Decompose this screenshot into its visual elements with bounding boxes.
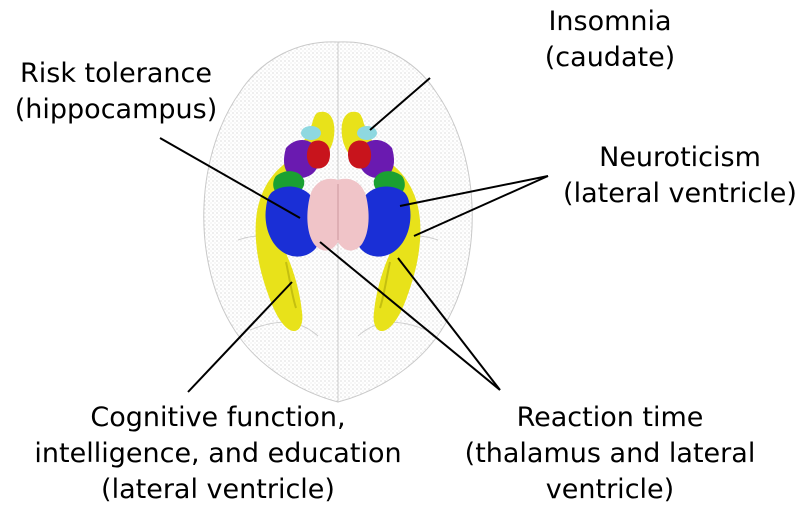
label-neuroticism: Neuroticism (lateral ventricle) xyxy=(550,140,810,212)
label-neuroticism-line2: (lateral ventricle) xyxy=(550,176,810,212)
label-neuroticism-line1: Neuroticism xyxy=(550,140,810,176)
caudate-right xyxy=(348,141,371,169)
label-risk-line2: (hippocampus) xyxy=(0,92,232,128)
label-cognitive-line2: intelligence, and education xyxy=(8,436,428,472)
label-risk-line1: Risk tolerance xyxy=(0,56,232,92)
label-risk-tolerance: Risk tolerance (hippocampus) xyxy=(0,56,232,128)
accumbens-right xyxy=(357,126,377,140)
label-reaction-line2: (thalamus and lateral xyxy=(440,436,780,472)
label-insomnia-line1: Insomnia xyxy=(530,4,690,40)
label-reaction-time: Reaction time (thalamus and lateral vent… xyxy=(440,400,780,508)
label-reaction-line1: Reaction time xyxy=(440,400,780,436)
label-insomnia: Insomnia (caudate) xyxy=(530,4,690,76)
label-cognitive-line1: Cognitive function, xyxy=(8,400,428,436)
caudate-left xyxy=(307,141,330,169)
accumbens-left xyxy=(301,126,321,140)
label-insomnia-line2: (caudate) xyxy=(530,40,690,76)
label-cognitive-line3: (lateral ventricle) xyxy=(8,472,428,508)
label-reaction-line3: ventricle) xyxy=(440,472,780,508)
label-cognitive-function: Cognitive function, intelligence, and ed… xyxy=(8,400,428,508)
